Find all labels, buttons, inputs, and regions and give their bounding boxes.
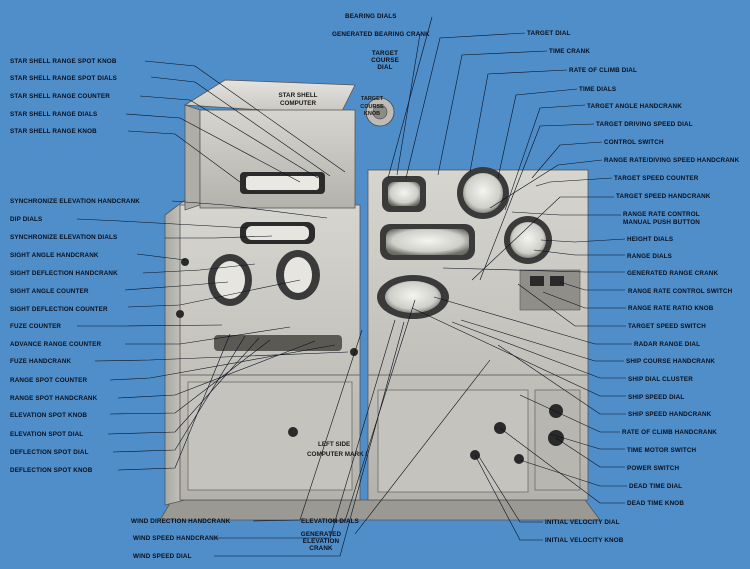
right-callout-label: SHIP SPEED HANDCRANK bbox=[628, 411, 712, 418]
right-callout-label: RANGE RATE CONTROL SWITCH bbox=[628, 288, 733, 295]
left-callout-label: FUZE HANDCRANK bbox=[10, 358, 72, 365]
left-callout-label: STAR SHELL RANGE COUNTER bbox=[10, 93, 110, 100]
left-side-label: LEFT SIDE bbox=[318, 441, 351, 448]
right-callout-label: HEIGHT DIALS bbox=[627, 236, 674, 243]
left-callout-label: STAR SHELL RANGE KNOB bbox=[10, 128, 97, 135]
left-callout-label: ELEVATION SPOT KNOB bbox=[10, 412, 88, 419]
leader-lines bbox=[76, 16, 632, 557]
right-callout-label: TARGET DIAL bbox=[527, 30, 571, 37]
left-callout-label: SYNCHRONIZE ELEVATION HANDCRANK bbox=[10, 198, 141, 205]
right-callout-label: POWER SWITCH bbox=[627, 465, 680, 472]
right-callout-label: DEAD TIME KNOB bbox=[627, 500, 685, 507]
computer-mark-label: COMPUTER MARK I bbox=[307, 451, 368, 458]
right-callout-label: BEARING DIALS bbox=[345, 13, 397, 20]
left-callout-label: SIGHT DEFLECTION HANDCRANK bbox=[10, 270, 118, 277]
bottom-callout-label: GENERATED ELEVATION CRANK bbox=[300, 531, 342, 552]
left-callout-label: SIGHT ANGLE HANDCRANK bbox=[10, 252, 99, 259]
right-callout-label: GENERATED RANGE CRANK bbox=[627, 270, 719, 277]
bottom-callout-label: ELEVATION DIALS bbox=[301, 518, 359, 525]
right-callout-label: CONTROL SWITCH bbox=[604, 139, 664, 146]
left-callout-label: SIGHT ANGLE COUNTER bbox=[10, 288, 89, 295]
base-plate bbox=[159, 499, 601, 521]
right-callout-label: MANUAL PUSH BUTTON bbox=[623, 219, 700, 226]
right-callout-label: GENERATED BEARING CRANK bbox=[332, 31, 430, 38]
right-callout-label: RANGE DIALS bbox=[627, 253, 673, 260]
right-callout-label: RANGE RATE RATIO KNOB bbox=[628, 305, 714, 312]
right-callout-label: TARGET ANGLE HANDCRANK bbox=[587, 103, 682, 110]
left-callout-label: DEFLECTION SPOT KNOB bbox=[10, 467, 93, 474]
right-lower-door bbox=[377, 389, 529, 493]
right-callout-label: TIME DIALS bbox=[579, 86, 617, 93]
right-callout-label: RADAR RANGE DIAL bbox=[634, 341, 701, 348]
label-target-course-dial: TARGET COURSE DIAL bbox=[371, 50, 399, 71]
right-callout-label: TIME MOTOR SWITCH bbox=[627, 447, 697, 454]
left-callout-label: SYNCHRONIZE ELEVATION DIALS bbox=[10, 234, 118, 241]
target-course-knob-label: TARGET COURSE KNOB bbox=[360, 96, 384, 117]
left-callout-label: STAR SHELL RANGE DIALS bbox=[10, 111, 98, 118]
right-callout-label: TIME CRANK bbox=[549, 48, 591, 55]
right-callout-label: SHIP DIAL CLUSTER bbox=[628, 376, 693, 383]
left-callout-label: STAR SHELL RANGE SPOT KNOB bbox=[10, 58, 117, 65]
right-callout-label: SHIP COURSE HANDCRANK bbox=[626, 358, 716, 365]
left-callout-label: STAR SHELL RANGE SPOT DIALS bbox=[10, 75, 118, 82]
right-callout-label: INITIAL VELOCITY DIAL bbox=[545, 519, 620, 526]
right-callout-label: RANGE RATE/DIVING SPEED HANDCRANK bbox=[604, 157, 740, 164]
left-callout-label: FUZE COUNTER bbox=[10, 323, 62, 330]
star-shell-side bbox=[184, 104, 201, 211]
right-callout-label: DEAD TIME DIAL bbox=[629, 483, 683, 490]
right-callout-label: INITIAL VELOCITY KNOB bbox=[545, 537, 624, 544]
right-callout-label: SHIP SPEED DIAL bbox=[628, 394, 685, 401]
left-callout-label: ADVANCE RANGE COUNTER bbox=[10, 341, 102, 348]
left-callout-label: SIGHT DEFLECTION COUNTER bbox=[10, 306, 108, 313]
left-callout-label: DIP DIALS bbox=[10, 216, 43, 223]
star-shell-computer-label: STAR SHELL COMPUTER bbox=[278, 92, 318, 107]
right-callout-label: TARGET SPEED SWITCH bbox=[628, 323, 706, 330]
right-callout-label: TARGET SPEED HANDCRANK bbox=[616, 193, 711, 200]
bottom-callout-label: WIND SPEED HANDCRANK bbox=[133, 535, 219, 542]
right-callout-label: TARGET DRIVING SPEED DIAL bbox=[596, 121, 693, 128]
bottom-callout-label: WIND SPEED DIAL bbox=[133, 553, 192, 560]
right-callout-label: RANGE RATE CONTROL bbox=[623, 211, 700, 218]
left-callout-label: RANGE SPOT HANDCRANK bbox=[10, 395, 98, 402]
right-callout-label: RATE OF CLIMB HANDCRANK bbox=[622, 429, 717, 436]
right-callout-label: RATE OF CLIMB DIAL bbox=[569, 67, 637, 74]
right-callout-label: TARGET SPEED COUNTER bbox=[614, 175, 699, 182]
left-callout-label: RANGE SPOT COUNTER bbox=[10, 377, 88, 384]
left-callout-label: DEFLECTION SPOT DIAL bbox=[10, 449, 89, 456]
bottom-callout-label: WIND DIRECTION HANDCRANK bbox=[131, 518, 231, 525]
left-callout-label: ELEVATION SPOT DIAL bbox=[10, 431, 84, 438]
